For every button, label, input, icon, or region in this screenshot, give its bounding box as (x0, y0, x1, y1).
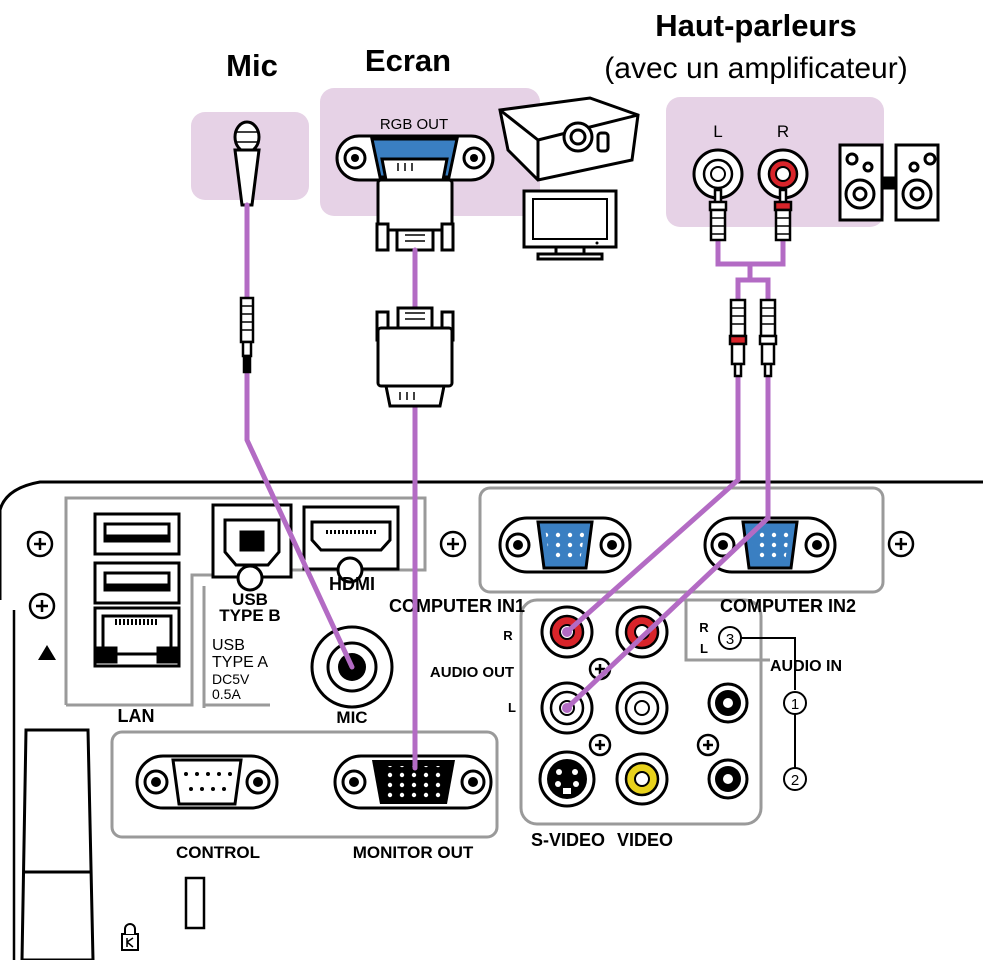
vga-plug-bottom (375, 306, 455, 408)
monitor-out-label: MONITOR OUT (353, 843, 474, 862)
speaker-split (715, 237, 786, 267)
video-port (615, 752, 669, 806)
rca-plug-speaker-l (708, 188, 728, 242)
usb-a-label-line3: DC5V (212, 671, 250, 687)
mic-cable (244, 369, 355, 670)
speaker-input-l (692, 148, 744, 200)
panel-outline (0, 480, 983, 600)
audio-out-r-label: R (503, 628, 513, 643)
projector-icon (498, 96, 640, 182)
slot-icon (184, 876, 206, 930)
speaker-l-label: L (713, 122, 722, 141)
svideo-port (538, 750, 596, 808)
audio-in-1-label: 1 (791, 696, 799, 713)
hdmi-port (302, 505, 400, 584)
hdmi-label: HDMI (329, 574, 375, 594)
av-group (519, 598, 763, 826)
heading-speakers: Haut-parleurs (655, 8, 857, 43)
control-monitor-group (110, 730, 499, 839)
heading-screen: Ecran (365, 43, 451, 78)
audio-out-l-cable (564, 373, 771, 711)
audio-out-label: AUDIO OUT (430, 664, 514, 681)
audio-in-2-label: 2 (791, 772, 799, 789)
rca-plug-mid-r (728, 298, 748, 378)
usb-a-label-line1: USB (212, 637, 245, 654)
audio-in-2-badge (783, 767, 807, 791)
triangle-indicator-icon (38, 645, 56, 660)
usb-a-port-1 (93, 512, 181, 556)
heading-mic: Mic (226, 48, 278, 83)
usb-b-label-line2: TYPE B (219, 606, 280, 625)
audio-in1-r-port (615, 605, 669, 659)
audio-in1-l-port (615, 681, 669, 735)
lan-port (93, 606, 181, 668)
control-port (135, 754, 279, 810)
usb-a-port-2 (93, 561, 181, 605)
usb-b-port (211, 503, 293, 592)
video-label: VIDEO (617, 830, 673, 850)
control-label: CONTROL (176, 843, 260, 862)
audio-in-jack-lower (707, 758, 749, 800)
computer-in1-port (498, 516, 632, 574)
svideo-label: S-VIDEO (531, 830, 605, 850)
mic-plug-icon (239, 296, 255, 374)
audio-out-l-label: L (508, 700, 516, 715)
audio-in-r-label: R (699, 620, 709, 635)
audio-out-r-cable (564, 373, 741, 635)
rca-plug-mid-l (758, 298, 778, 378)
power-cable-icon (20, 728, 95, 960)
monitor-out-port (333, 754, 493, 810)
speakers-icon (838, 143, 940, 222)
audio-in-l-label: L (700, 641, 708, 656)
usb-b-label-line1: USB (232, 590, 268, 609)
mic-port-label: MIC (336, 708, 367, 727)
lan-label: LAN (118, 706, 155, 726)
microphone-icon (233, 120, 261, 207)
usb-a-label-line4: 0.5A (212, 686, 241, 702)
connection-cables (244, 202, 786, 771)
audio-in-jack-upper (707, 682, 749, 724)
audio-in-label: AUDIO IN (770, 658, 842, 675)
monitor-icon (522, 189, 618, 261)
speaker-feed (735, 261, 771, 303)
computer-in2-label: COMPUTER IN2 (720, 596, 856, 616)
computer-in1-label: COMPUTER IN1 (389, 596, 525, 616)
heading-speakers-subtitle: (avec un amplificateur) (604, 52, 907, 85)
computer-in-group (478, 486, 885, 594)
speaker-r-label: R (777, 122, 789, 141)
vga-plug-top (375, 157, 455, 252)
usb-a-label-line2: TYPE A (212, 654, 268, 671)
computer-in2-port (703, 516, 837, 574)
kensington-lock-icon (121, 923, 139, 951)
rgb-out-label: RGB OUT (380, 116, 448, 133)
rca-plug-speaker-r (773, 188, 793, 242)
audio-in-3-label: 3 (726, 631, 734, 648)
